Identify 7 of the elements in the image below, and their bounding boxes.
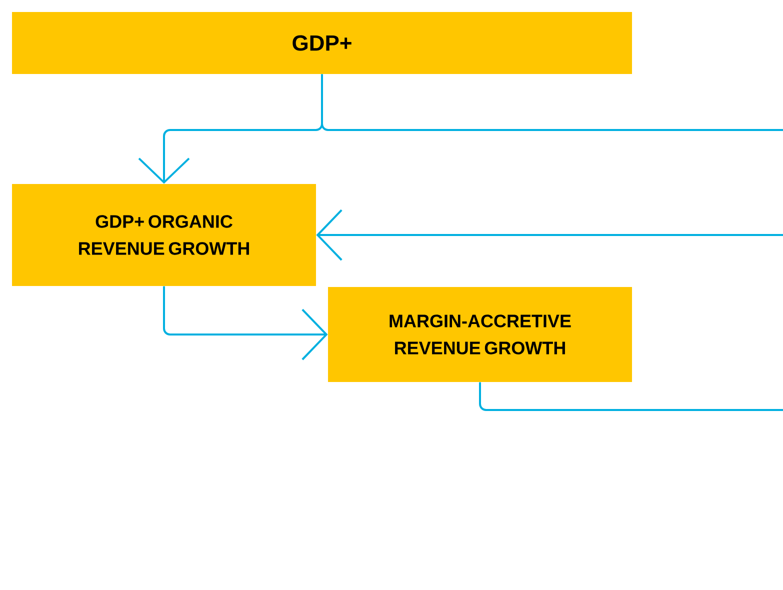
process-box: GDP+ ORGANIC REVENUE GROWTH — [12, 184, 316, 286]
arrow — [316, 209, 783, 261]
process-box: MARGIN-ACCRETIVE REVENUE GROWTH — [328, 287, 632, 382]
arrow — [163, 286, 328, 360]
connector-line — [479, 382, 783, 411]
connector-line — [321, 74, 783, 131]
process-box: GDP+ — [12, 12, 632, 74]
